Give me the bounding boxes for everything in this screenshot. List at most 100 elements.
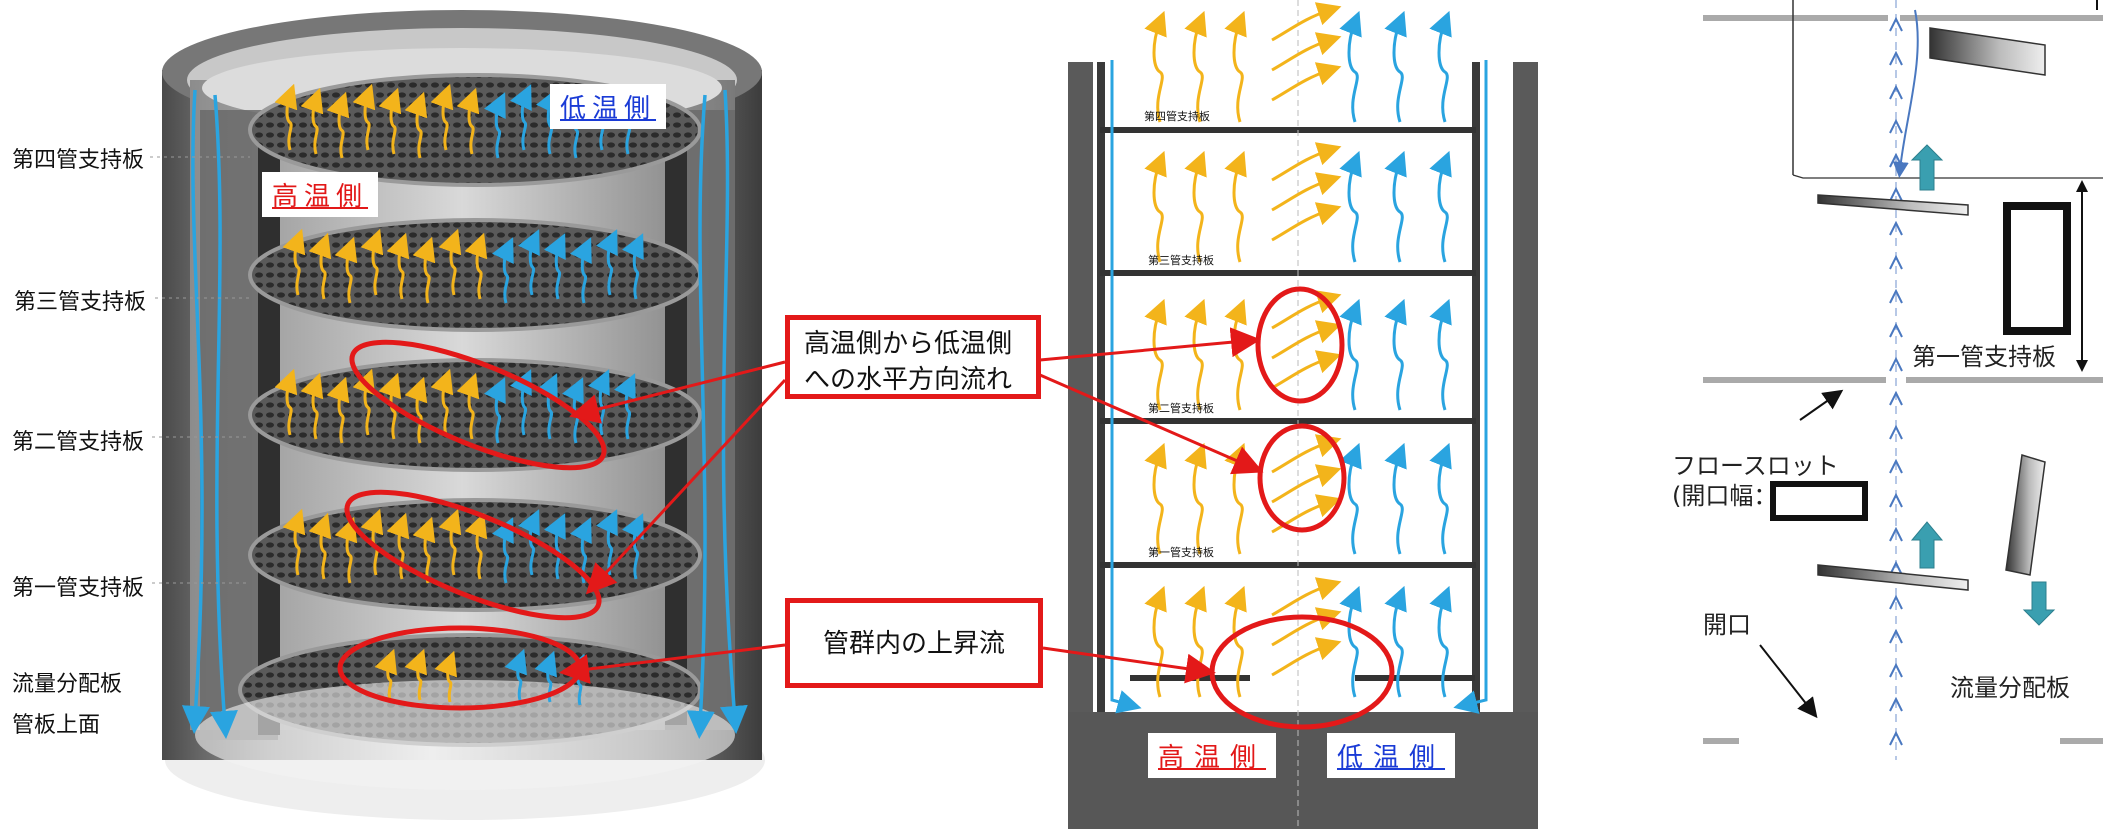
hot-flow-arrow bbox=[412, 236, 436, 304]
cold-flow-arrow bbox=[492, 517, 514, 584]
crossflow-arrow bbox=[1271, 350, 1342, 390]
hot-flow-arrow bbox=[1144, 150, 1167, 263]
label-flow-distribution-plate: 流量分配板 bbox=[12, 672, 123, 697]
callout-connectors bbox=[559, 327, 1264, 684]
cold-flow-arrow bbox=[1339, 150, 1362, 263]
cold-flow-arrow bbox=[1384, 298, 1407, 411]
cold-flow-arrow bbox=[1384, 585, 1407, 698]
hot-flow-arrow bbox=[438, 508, 462, 576]
cold-flow-arrow bbox=[544, 233, 566, 300]
hot-flow-arrow bbox=[412, 516, 436, 584]
cold-side-tag-left: 低温側 bbox=[550, 84, 667, 129]
centerline-flow-arrow bbox=[1889, 288, 1903, 304]
crossflow-arrow bbox=[1271, 202, 1342, 242]
hot-flow-arrow bbox=[300, 372, 324, 440]
cross-section-illustration bbox=[1068, 0, 1538, 829]
label-first-support-plate: 第一管支持板 bbox=[1912, 337, 2056, 372]
cold-flow-arrow bbox=[1429, 150, 1452, 263]
cold-flow-arrow bbox=[510, 84, 532, 151]
hot-side-tag-left: 高温側 bbox=[262, 172, 379, 217]
label-plate-2nd: 第二管支持板 bbox=[12, 430, 145, 455]
highlight-ellipse-upper bbox=[349, 339, 607, 471]
hot-flow-arrow bbox=[374, 648, 398, 701]
hot-flow-arrow bbox=[1144, 10, 1167, 123]
centerline-flow-arrow bbox=[1889, 322, 1903, 338]
centerline-flow-arrow bbox=[1889, 356, 1903, 372]
cold-flow-arrow bbox=[544, 513, 566, 580]
first-plate-box bbox=[2003, 202, 2071, 335]
callout-upward-flow: 管群内の上昇流 bbox=[785, 598, 1043, 688]
hot-flow-arrow bbox=[1184, 442, 1207, 555]
hot-flow-arrow bbox=[404, 648, 428, 701]
mid-label-plate-4th: 第四管支持板 bbox=[1144, 110, 1210, 123]
hot-flow-arrow bbox=[438, 228, 462, 296]
hot-flow-arrow bbox=[352, 83, 376, 151]
hot-flow-arrow bbox=[1144, 298, 1167, 411]
centerline-flow-arrow bbox=[1889, 662, 1903, 678]
centerline-flow-arrow bbox=[1889, 16, 1903, 32]
cold-flow-arrow bbox=[484, 377, 506, 444]
cold-flow-arrow bbox=[484, 92, 506, 159]
cold-flow-arrow bbox=[622, 233, 644, 300]
hot-flow-arrow bbox=[1224, 150, 1247, 263]
cold-flow-arrow bbox=[1339, 442, 1362, 555]
hot-flow-arrow bbox=[1184, 150, 1207, 263]
hot-flow-arrow bbox=[464, 512, 488, 580]
flow-slot-detail bbox=[1703, 0, 2103, 760]
hot-flow-arrow bbox=[430, 368, 454, 436]
hot-flow-arrow bbox=[378, 87, 402, 155]
cold-flow-arrow bbox=[596, 229, 618, 296]
crossflow-arrow bbox=[1271, 142, 1342, 182]
crossflow-arrow bbox=[1271, 637, 1342, 677]
cold-flow-arrow bbox=[1429, 585, 1452, 698]
label-slot-width: (開口幅： bbox=[1672, 482, 1778, 510]
highlight-ellipse-lower bbox=[344, 489, 602, 621]
hot-flow-arrow bbox=[404, 91, 428, 159]
cold-flow-arrow bbox=[518, 509, 540, 576]
hot-flow-arrow bbox=[326, 376, 350, 444]
label-tubesheet-top: 管板上面 bbox=[12, 713, 101, 738]
crossflow-arrow bbox=[1271, 62, 1342, 102]
slot-width-box bbox=[1770, 481, 1868, 521]
hot-flow-arrow bbox=[1224, 10, 1247, 123]
label-flow-distribution-plate-right: 流量分配板 bbox=[1950, 674, 2070, 702]
hot-flow-arrow bbox=[334, 236, 358, 304]
cold-flow-arrow bbox=[1429, 298, 1452, 411]
cold-flow-arrow bbox=[518, 229, 540, 296]
hot-side-tag-mid: 高温側 bbox=[1148, 733, 1277, 778]
centerline-flow-arrow bbox=[1889, 50, 1903, 66]
centerline-flow-arrow bbox=[1889, 84, 1903, 100]
cold-flow-arrow bbox=[1339, 585, 1362, 698]
cold-flow-arrow bbox=[1384, 150, 1407, 263]
cold-side-tag-mid: 低温側 bbox=[1327, 733, 1456, 778]
cold-flow-arrow bbox=[492, 237, 514, 304]
hot-flow-arrow bbox=[282, 508, 306, 576]
hot-flow-arrow bbox=[386, 232, 410, 300]
label-opening: 開口 bbox=[1703, 611, 1751, 639]
plate-3rd bbox=[248, 218, 702, 332]
hot-flow-arrow bbox=[282, 228, 306, 296]
hot-flow-arrow bbox=[334, 516, 358, 584]
hot-flow-arrow bbox=[464, 232, 488, 300]
hot-flow-arrow bbox=[1224, 585, 1247, 698]
label-plate-1st: 第一管支持板 bbox=[12, 576, 145, 601]
hot-flow-arrow bbox=[308, 512, 332, 580]
hot-flow-arrow bbox=[1144, 585, 1167, 698]
cold-flow-arrow bbox=[570, 237, 592, 304]
mid-label-plate-3rd: 第三管支持板 bbox=[1148, 254, 1214, 267]
crossflow-arrow bbox=[1271, 434, 1342, 474]
crossflow-arrow bbox=[1271, 464, 1342, 504]
cold-flow-arrow bbox=[1384, 10, 1407, 123]
hot-flow-arrow bbox=[274, 368, 298, 436]
label-plate-4th: 第四管支持板 bbox=[12, 148, 145, 173]
hot-flow-arrow bbox=[434, 650, 458, 703]
cylinder-illustration bbox=[162, 10, 765, 820]
cold-flow-arrow bbox=[510, 369, 532, 436]
centerline-flow-arrow bbox=[1889, 730, 1903, 746]
hot-flow-arrow bbox=[300, 87, 324, 155]
hot-flow-arrow bbox=[274, 83, 298, 151]
cold-flow-arrow bbox=[614, 373, 636, 440]
callout-horizontal-flow: 高温側から低温側への水平方向流れ bbox=[785, 315, 1041, 399]
label-flow-slot: フロースロット bbox=[1672, 452, 1839, 480]
hot-flow-arrow bbox=[352, 368, 376, 436]
